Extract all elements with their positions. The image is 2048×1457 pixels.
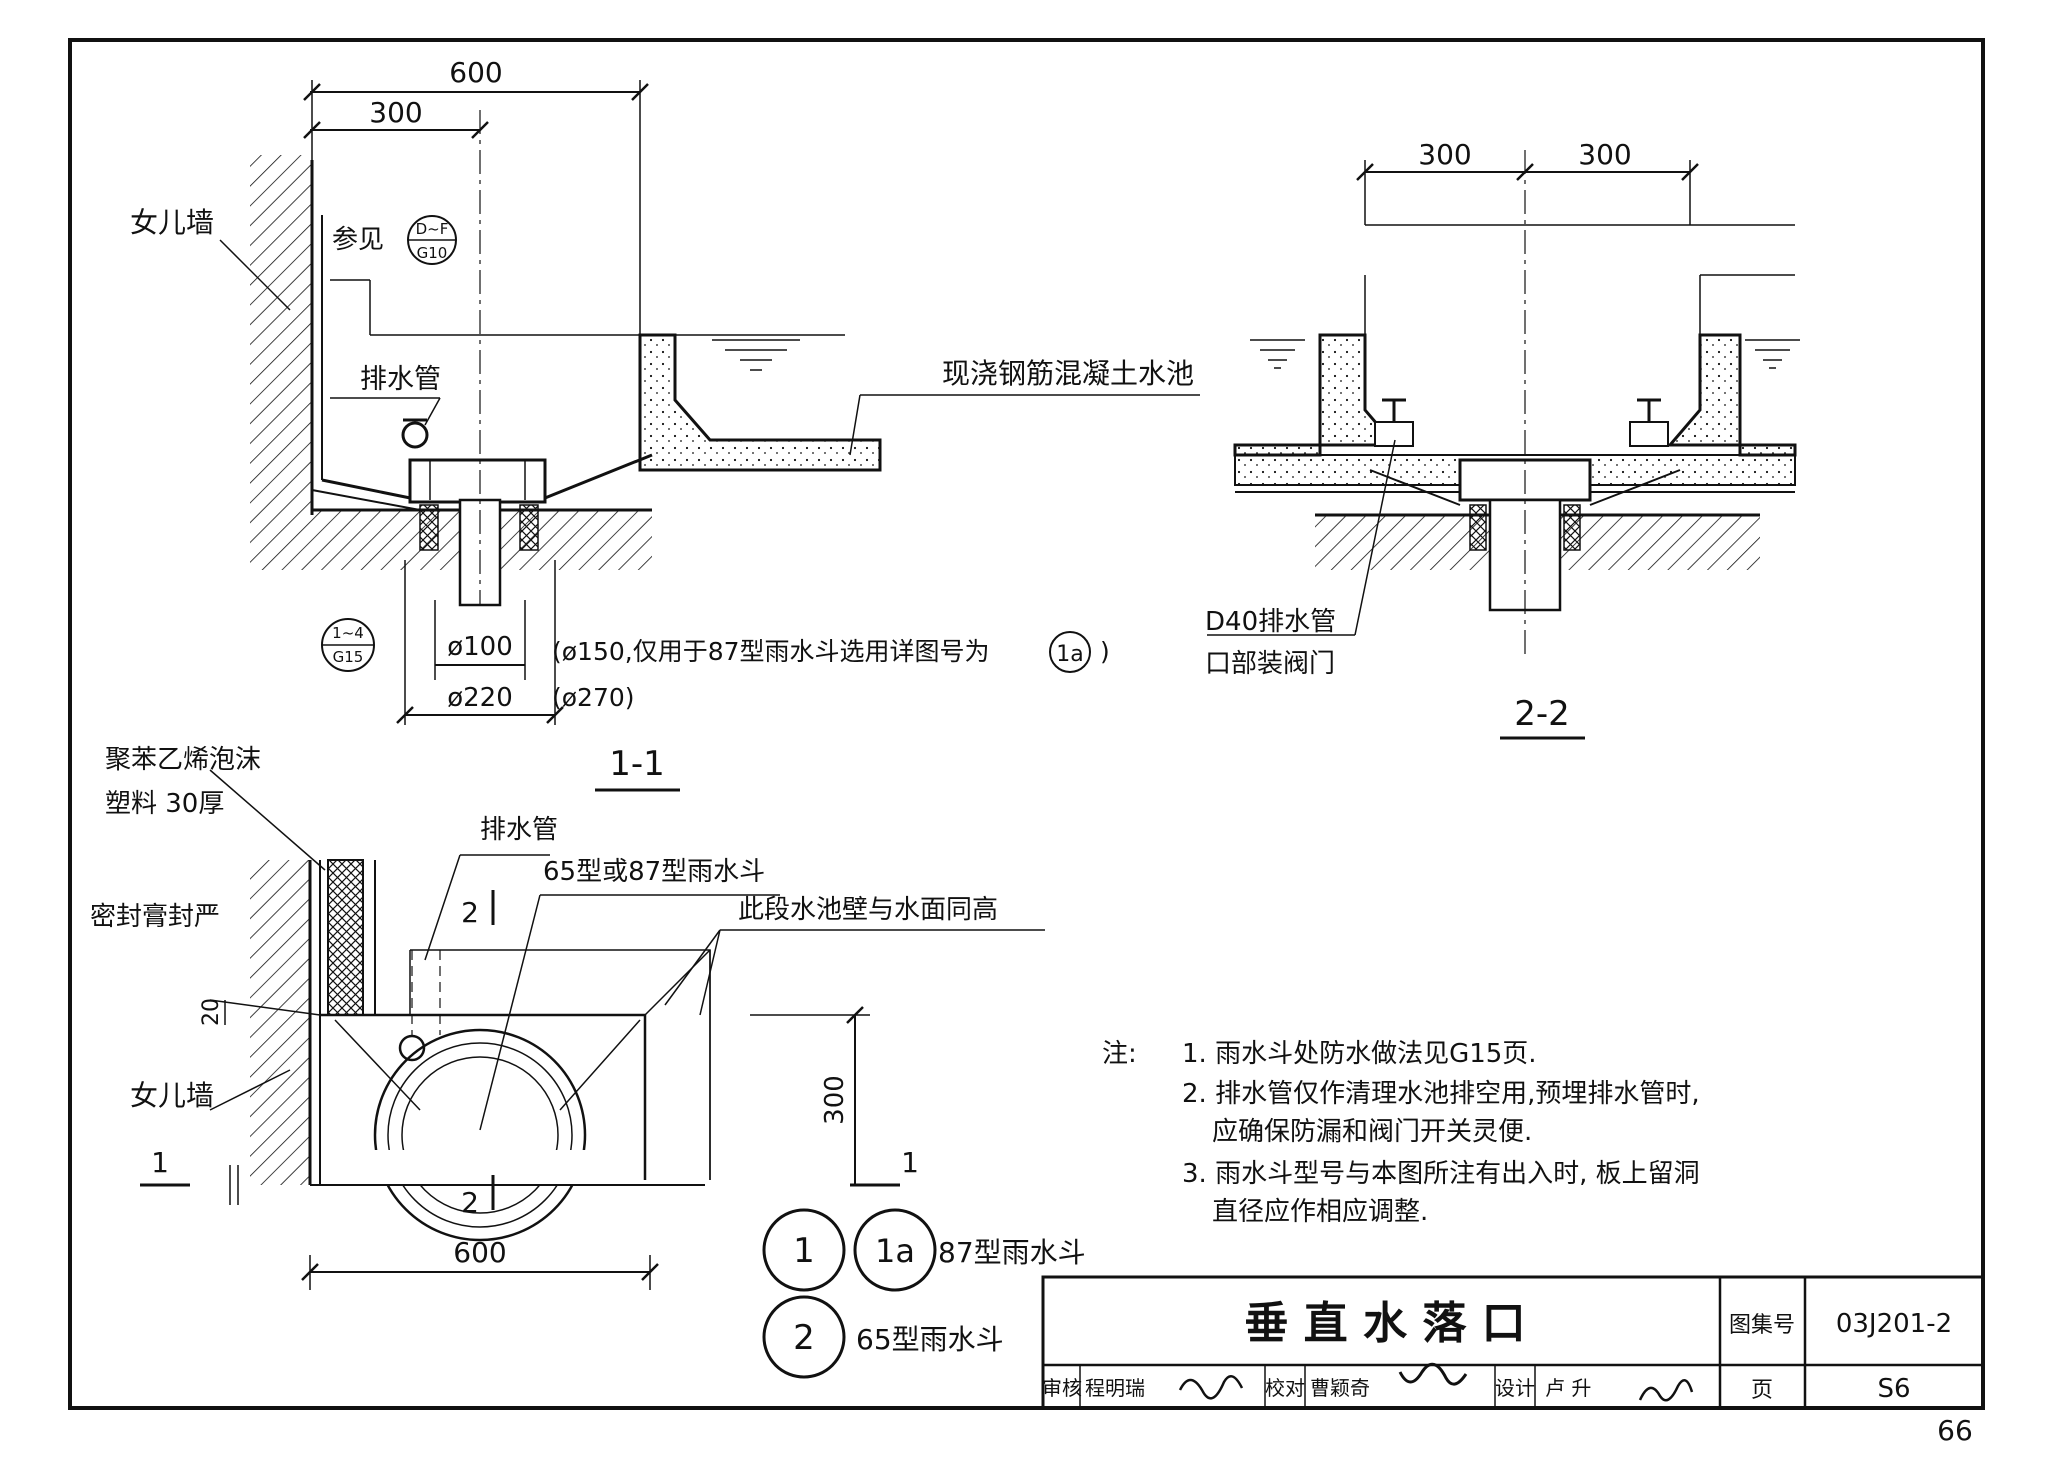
label-valve-2: 口部装阀门 xyxy=(1205,649,1335,679)
valve-right xyxy=(1629,421,1669,447)
section-2-2 xyxy=(1207,150,1800,740)
page-code: S6 xyxy=(1877,1374,1910,1404)
cut-1-left: 1 xyxy=(151,1146,169,1179)
dim-20: 20 xyxy=(199,998,224,1026)
ref-see-bottom: G10 xyxy=(417,244,448,262)
ref-bubble-1a xyxy=(1049,631,1091,673)
ref-bubble-top: 1~4 xyxy=(332,624,364,642)
label-eps-2: 塑料 30厚 xyxy=(105,789,224,819)
section-1-1 xyxy=(219,80,1200,792)
legend-bubble-2 xyxy=(762,1295,846,1379)
note-2-cont: 应确保防漏和阀门开关灵便. xyxy=(1212,1117,1532,1147)
legend-1: 1 xyxy=(793,1231,815,1271)
labels: 600 300 女儿墙 参见 D~F G10 排水管 现浇钢筋混凝土水池 1~4… xyxy=(90,56,1973,1447)
check-label: 校对 xyxy=(1265,1376,1305,1400)
label-wall-height: 此段水池壁与水面同高 xyxy=(738,895,998,925)
signature-3 xyxy=(1638,1379,1694,1402)
legend-1a: 1a xyxy=(875,1232,915,1270)
signature-1 xyxy=(1178,1375,1244,1400)
legend-bubble-1a xyxy=(853,1208,937,1292)
sheet-border xyxy=(68,38,1985,1410)
label-drain-pipe-1: 排水管 xyxy=(360,364,441,395)
design-label: 设计 xyxy=(1495,1376,1535,1400)
title-block xyxy=(1041,1275,1985,1410)
pool-wall xyxy=(638,333,882,472)
drain-pipe-symbol xyxy=(401,421,429,449)
ref-bubble-bottom: G15 xyxy=(333,648,364,666)
dim-300-right: 300 xyxy=(1578,138,1631,171)
eps-insulation xyxy=(327,859,364,1016)
cut-2-bottom: 2 xyxy=(461,1186,479,1219)
label-drain-pipe-plan: 排水管 xyxy=(480,815,558,845)
ref-see-top: D~F xyxy=(416,220,449,238)
plan-drain-pipe xyxy=(398,1034,426,1062)
design-name: 卢 升 xyxy=(1545,1376,1591,1400)
label-valve-1: D40排水管 xyxy=(1205,607,1336,637)
label-see: 参见 xyxy=(332,225,384,255)
signature-2 xyxy=(1398,1362,1468,1386)
review-name: 程明瑞 xyxy=(1085,1376,1145,1400)
note-1: 1. 雨水斗处防水做法见G15页. xyxy=(1182,1039,1537,1069)
dim-phi100: ø100 xyxy=(447,632,513,662)
legend-bubble-1 xyxy=(762,1208,846,1292)
page-number: 66 xyxy=(1937,1414,1973,1447)
cut-2-top: 2 xyxy=(461,896,479,929)
atlas-label: 图集号 xyxy=(1729,1313,1795,1338)
page-label: 页 xyxy=(1751,1378,1773,1403)
dim-300-left: 300 xyxy=(1418,138,1471,171)
dim-phi220: ø220 xyxy=(447,683,513,713)
plan-view xyxy=(140,769,1045,1290)
note-phi150: (ø150,仅用于87型雨水斗选用详图号为 xyxy=(552,637,990,666)
parapet-wall-hatch xyxy=(250,155,312,570)
note-phi270: (ø270) xyxy=(552,683,635,712)
label-hopper: 65型或87型雨水斗 xyxy=(543,857,765,887)
cut-1-right: 1 xyxy=(901,1146,919,1179)
label-seal: 密封膏封严 xyxy=(90,902,220,932)
check-name: 曹颖奇 xyxy=(1310,1376,1370,1400)
dim-600-top: 600 xyxy=(449,56,502,89)
hopper-plan-outer xyxy=(373,1028,587,1242)
section-1-1-title: 1-1 xyxy=(609,744,665,784)
label-pool: 现浇钢筋混凝土水池 xyxy=(942,357,1194,390)
drawing-title: 垂 直 水 落 口 xyxy=(1244,1298,1525,1349)
pool-wall-right xyxy=(1666,333,1797,457)
legend-2: 2 xyxy=(793,1318,815,1358)
note-3-cont: 直径应作相应调整. xyxy=(1212,1197,1428,1227)
note-2: 2. 排水管仅作清理水池排空用,预埋排水管时, xyxy=(1182,1079,1700,1109)
legend-65: 65型雨水斗 xyxy=(856,1323,1004,1356)
section-2-2-title: 2-2 xyxy=(1514,694,1570,734)
note-phi150-close: ) xyxy=(1100,637,1110,666)
note-3: 3. 雨水斗型号与本图所注有出入时, 板上留洞 xyxy=(1182,1159,1700,1189)
label-parapet-1: 女儿墙 xyxy=(130,206,214,239)
review-label: 审核 xyxy=(1042,1376,1082,1400)
dim-300-plan: 300 xyxy=(820,1075,850,1125)
label-parapet-plan: 女儿墙 xyxy=(130,1079,214,1112)
label-eps-1: 聚苯乙烯泡沫 xyxy=(105,745,261,775)
rain-hopper xyxy=(408,458,547,504)
legend-87: 87型雨水斗 xyxy=(938,1236,1086,1269)
note-phi150-ref: 1a xyxy=(1056,642,1083,667)
dim-300-top: 300 xyxy=(369,96,422,129)
plan-parapet-hatch xyxy=(250,860,310,1185)
dim-600-plan: 600 xyxy=(453,1236,506,1269)
atlas-number: 03J201-2 xyxy=(1836,1309,1952,1339)
notes-prefix: 注: xyxy=(1102,1039,1137,1069)
pool-wall-left xyxy=(1233,333,1399,457)
